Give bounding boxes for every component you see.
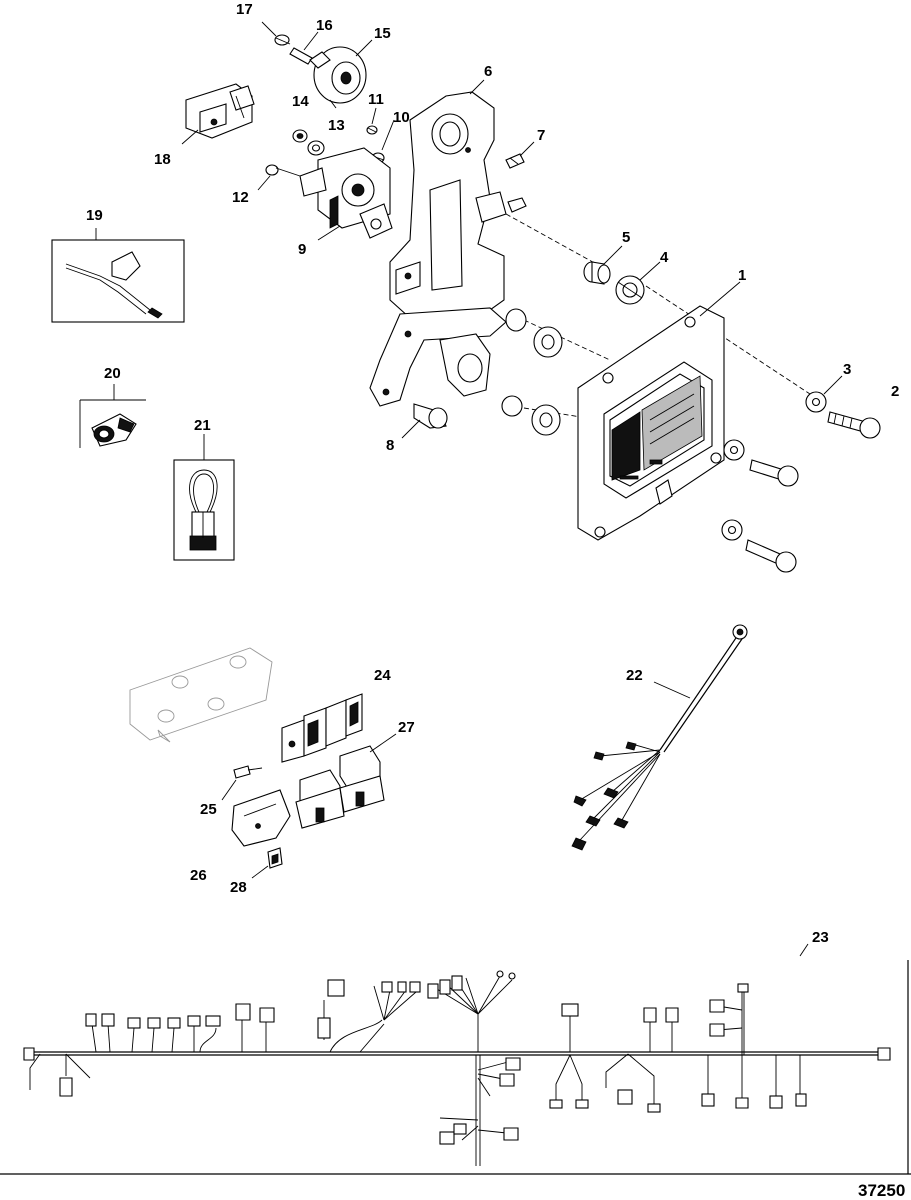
callout-9: 9	[298, 241, 306, 258]
part-20-connector	[79, 399, 146, 448]
part-12-stud	[265, 164, 301, 177]
callout-10: 10	[393, 109, 410, 126]
lower-bracket-arm	[369, 307, 507, 407]
callout-16: 16	[316, 17, 333, 34]
washer-bolt-set-b	[721, 519, 797, 573]
part-11-screw	[366, 125, 378, 135]
part-4-grommet	[615, 275, 645, 305]
part-8-bolt	[413, 403, 448, 429]
figure-number: 37250	[858, 1181, 905, 1200]
part-28-clip	[267, 847, 283, 869]
callout-25: 25	[200, 801, 217, 818]
callout-5: 5	[622, 229, 630, 246]
callout-14: 14	[292, 93, 309, 110]
callout-18: 18	[154, 151, 171, 168]
part-7-screw	[505, 153, 525, 169]
part-24-relay-bracket	[129, 647, 273, 743]
callout-11: 11	[368, 91, 384, 108]
callout-28: 28	[230, 879, 247, 896]
callout-24: 24	[374, 667, 391, 684]
part-3-washer	[805, 391, 827, 413]
callout-19: 19	[86, 207, 103, 224]
callout-7: 7	[537, 127, 545, 144]
callout-4: 4	[660, 249, 669, 266]
grommet-mid	[505, 308, 563, 358]
part-26-bracket-plate	[231, 789, 291, 847]
callout-27: 27	[398, 719, 415, 736]
part-19-probe-kit	[51, 239, 185, 323]
callout-12: 12	[232, 189, 249, 206]
grommet-lower	[501, 395, 561, 436]
part-6-mount-bracket	[389, 91, 507, 321]
part-16-screw	[289, 47, 313, 65]
part-1-control-module	[577, 305, 725, 541]
part-13-washer	[307, 140, 325, 156]
callout-6: 6	[484, 63, 492, 80]
callout-22: 22	[626, 667, 643, 684]
part-18-bracket	[185, 83, 255, 139]
part-27-relays	[281, 693, 385, 829]
part-7-screw-b	[507, 197, 527, 213]
part-9-actuator	[299, 147, 393, 239]
washer-bolt-set-a	[723, 439, 799, 487]
part-23-main-harness	[0, 960, 911, 1175]
callout-26: 26	[190, 867, 207, 884]
part-5-sleeve	[583, 261, 611, 285]
callout-3: 3	[843, 361, 851, 378]
callout-8: 8	[386, 437, 394, 454]
callout-15: 15	[374, 25, 391, 42]
part-21-loop-connector	[173, 459, 235, 561]
callout-20: 20	[104, 365, 121, 382]
part-17-screw	[274, 34, 291, 46]
part-25-screw	[233, 765, 263, 779]
callout-1: 1	[738, 267, 746, 284]
part-2-bolt	[827, 411, 881, 439]
part-22-harness	[571, 624, 748, 851]
part-15-sensor	[309, 46, 367, 109]
part-14-nut	[292, 129, 308, 143]
callout-21: 21	[194, 417, 211, 434]
callout-2: 2	[891, 383, 899, 400]
callout-13: 13	[328, 117, 345, 134]
callout-17: 17	[236, 1, 253, 18]
callout-23: 23	[812, 929, 829, 946]
